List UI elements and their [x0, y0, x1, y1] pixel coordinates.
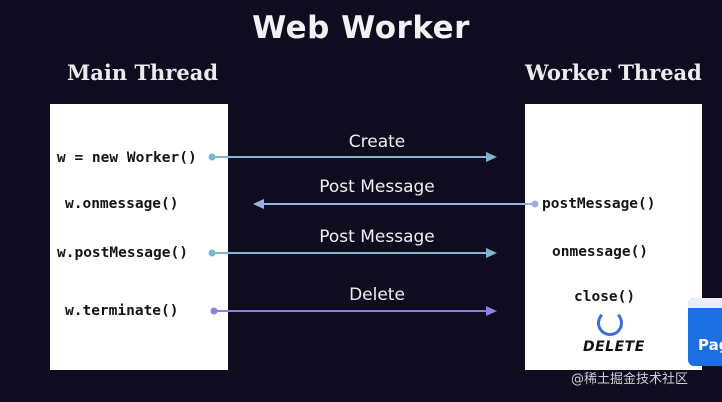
main-thread-panel	[50, 104, 228, 370]
main-code-postmessage: w.postMessage()	[57, 245, 188, 261]
worker-thread-heading: Worker Thread	[525, 60, 702, 85]
main-code-new-worker: w = new Worker()	[57, 150, 197, 166]
arrow-post-message-to-worker	[208, 248, 497, 258]
main-code-terminate: w.terminate()	[65, 303, 179, 319]
message-label-post-from-worker: Post Message	[319, 177, 435, 197]
main-thread-heading: Main Thread	[67, 60, 219, 85]
floating-app-tile[interactable]: Pag	[688, 298, 722, 366]
loading-spinner-icon	[597, 310, 623, 336]
message-label-delete: Delete	[349, 285, 405, 305]
message-label-post-to-worker: Post Message	[319, 227, 435, 247]
worker-code-postmessage: postMessage()	[542, 196, 656, 212]
arrow-create	[208, 152, 497, 162]
worker-code-close: close()	[574, 289, 636, 305]
arrow-post-message-to-main	[253, 199, 539, 209]
app-tile-label: Pag	[698, 336, 722, 354]
diagram-title: Web Worker	[252, 10, 470, 46]
watermark-text: @稀土掘金技术社区	[571, 372, 689, 387]
delete-graphic-label: DELETE	[583, 339, 645, 355]
arrow-delete	[210, 306, 497, 316]
worker-code-onmessage: onmessage()	[552, 244, 649, 260]
main-code-onmessage: w.onmessage()	[65, 196, 179, 212]
app-tile-header	[688, 298, 722, 308]
message-label-create: Create	[348, 132, 406, 152]
